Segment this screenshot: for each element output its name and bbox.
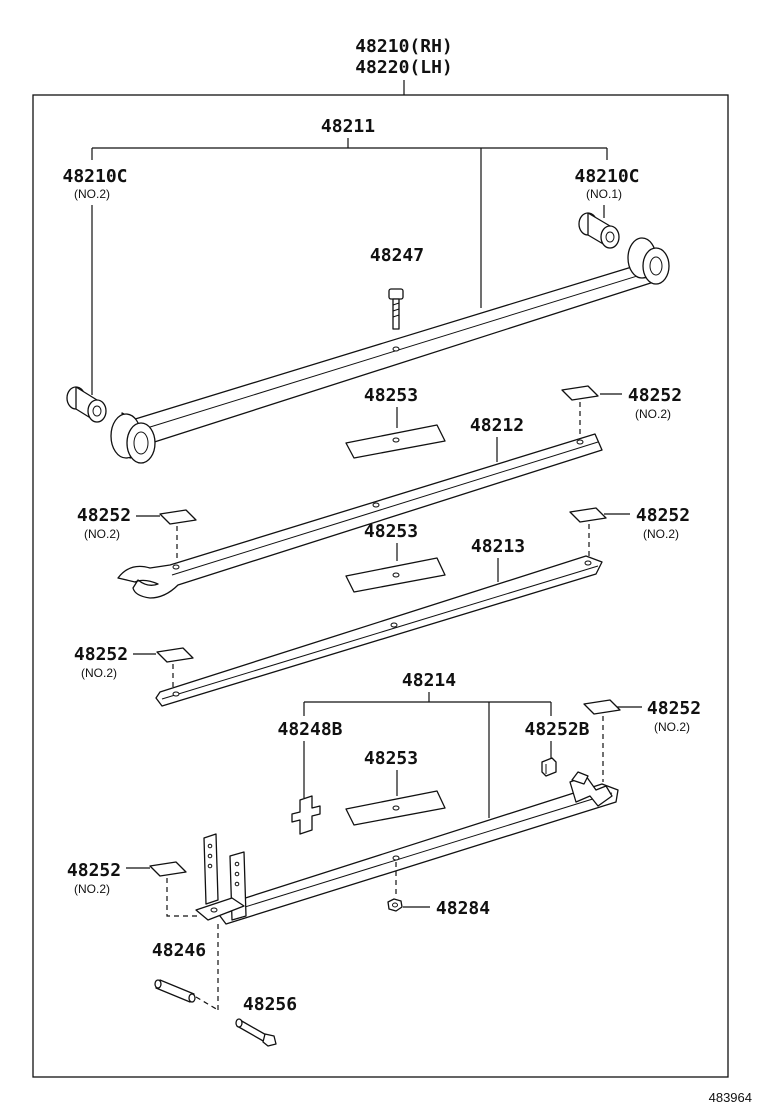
part-sublabel-no1: (NO.1) [586,187,622,201]
part-label-48284[interactable]: 48284 [436,898,490,919]
part-sublabel-48252-b: (NO.2) [84,527,120,541]
clip-pad-48252-d[interactable] [156,647,194,663]
part-sublabel-48252-d: (NO.2) [81,666,117,680]
center-bolt-48247[interactable] [388,288,404,330]
dash-48252-f [166,878,200,917]
assembly-number-lh[interactable]: 48220(LH) [355,57,453,78]
part-label-48252-d[interactable]: 48252 [74,644,128,665]
part-label-48247[interactable]: 48247 [370,245,424,266]
assembly-number-rh[interactable]: 48210(RH) [355,36,453,57]
part-sublabel-no2: (NO.2) [74,187,110,201]
pad-48253-b[interactable] [345,557,446,593]
part-label-48252-b[interactable]: 48252 [77,505,131,526]
part-label-48212[interactable]: 48212 [470,415,524,436]
part-sublabel-48252-c: (NO.2) [643,527,679,541]
pad-48253-a[interactable] [345,424,446,459]
clip-48248b[interactable] [291,795,321,835]
bolt-48256[interactable] [235,1018,277,1047]
dash-48246 [195,996,219,1011]
part-sublabel-48252-e: (NO.2) [654,720,690,734]
leaf-48214[interactable] [195,771,619,925]
part-label-48210c-no1[interactable]: 48210C [574,166,639,187]
part-label-48246[interactable]: 48246 [152,940,206,961]
part-label-48252-c[interactable]: 48252 [636,505,690,526]
part-label-48213[interactable]: 48213 [471,536,525,557]
part-label-48248b[interactable]: 48248B [277,719,342,740]
clip-pad-48252-a[interactable] [561,385,599,401]
pad-48253-c[interactable] [345,790,446,826]
part-label-48252-f[interactable]: 48252 [67,860,121,881]
clip-pad-48252-e[interactable] [583,699,621,715]
bushing-48210c-no2[interactable] [66,386,107,423]
part-label-48214[interactable]: 48214 [402,670,456,691]
part-sublabel-48252-f: (NO.2) [74,882,110,896]
clip-pad-48252-f[interactable] [149,861,187,877]
clip-pad-48252-c[interactable] [569,507,607,523]
part-label-48253-a[interactable]: 48253 [364,385,418,406]
clip-pad-48252-b[interactable] [159,509,197,525]
part-label-48252-a[interactable]: 48252 [628,385,682,406]
diagram-id: 483964 [709,1090,752,1105]
part-label-48252-e[interactable]: 48252 [647,698,701,719]
part-label-48253-c[interactable]: 48253 [364,748,418,769]
group-bracket-48211 [91,138,608,308]
part-label-48253-b[interactable]: 48253 [364,521,418,542]
bushing-48210c-no1[interactable] [578,212,620,249]
part-label-48210c-no2[interactable]: 48210C [62,166,127,187]
group-bracket-48214 [303,692,552,818]
nut-48284[interactable] [387,898,403,912]
part-label-48211[interactable]: 48211 [321,116,375,137]
pin-48246[interactable] [154,979,196,1003]
clip-48252b[interactable] [541,757,557,777]
part-sublabel-48252-a: (NO.2) [635,407,671,421]
main-leaf-48211[interactable] [110,237,670,464]
leaf-48213[interactable] [155,555,603,707]
assembly-frame [32,94,729,1078]
part-label-48252b[interactable]: 48252B [524,719,589,740]
part-label-48256[interactable]: 48256 [243,994,297,1015]
leaf-48212[interactable] [117,433,603,599]
